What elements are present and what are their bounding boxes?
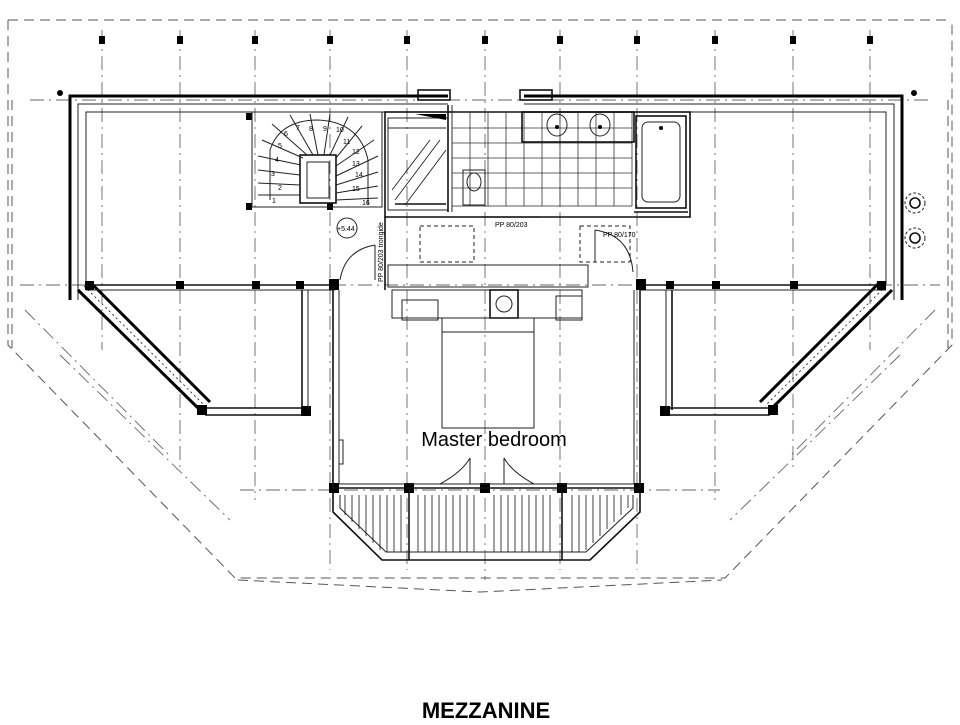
outer-walls bbox=[68, 89, 904, 416]
svg-text:8: 8 bbox=[309, 126, 313, 133]
tile-grid bbox=[451, 111, 633, 207]
svg-text:5: 5 bbox=[278, 143, 282, 150]
svg-text:11: 11 bbox=[343, 139, 350, 146]
bedroom-area bbox=[301, 286, 673, 489]
svg-text:+5.44: +5.44 bbox=[337, 226, 355, 233]
svg-text:4: 4 bbox=[275, 157, 279, 164]
svg-text:10: 10 bbox=[336, 127, 344, 134]
svg-text:16: 16 bbox=[362, 200, 370, 207]
staircase: 1 2 3 4 5 6 7 8 9 10 11 12 13 14 15 16 bbox=[251, 111, 383, 208]
svg-text:14: 14 bbox=[355, 172, 363, 179]
svg-text:1: 1 bbox=[272, 198, 276, 205]
bathroom: PP 80/203 PP 80/170 PP 80/203 trongide bbox=[339, 105, 691, 290]
balcony bbox=[332, 490, 641, 561]
svg-text:6: 6 bbox=[284, 131, 288, 138]
svg-text:PP 80/203 trongide: PP 80/203 trongide bbox=[378, 222, 385, 282]
roof-outline bbox=[7, 19, 953, 593]
room-label-master-bedroom: Master bedroom bbox=[421, 429, 567, 451]
stair-step-numbers: 1 2 3 4 5 6 7 8 9 10 11 12 13 14 15 16 bbox=[271, 125, 370, 207]
vent-icons bbox=[904, 192, 926, 249]
svg-text:PP 80/203: PP 80/203 bbox=[495, 222, 528, 229]
floor-title: MEZZANINE bbox=[422, 698, 550, 723]
svg-text:13: 13 bbox=[352, 161, 360, 168]
svg-text:3: 3 bbox=[271, 171, 275, 178]
svg-text:15: 15 bbox=[352, 186, 360, 193]
level-mark: +5.44 bbox=[336, 217, 358, 239]
svg-text:9: 9 bbox=[323, 126, 327, 133]
svg-text:2: 2 bbox=[278, 185, 282, 192]
svg-text:PP 80/170: PP 80/170 bbox=[603, 232, 636, 239]
svg-text:7: 7 bbox=[296, 125, 300, 132]
svg-text:12: 12 bbox=[352, 149, 360, 156]
